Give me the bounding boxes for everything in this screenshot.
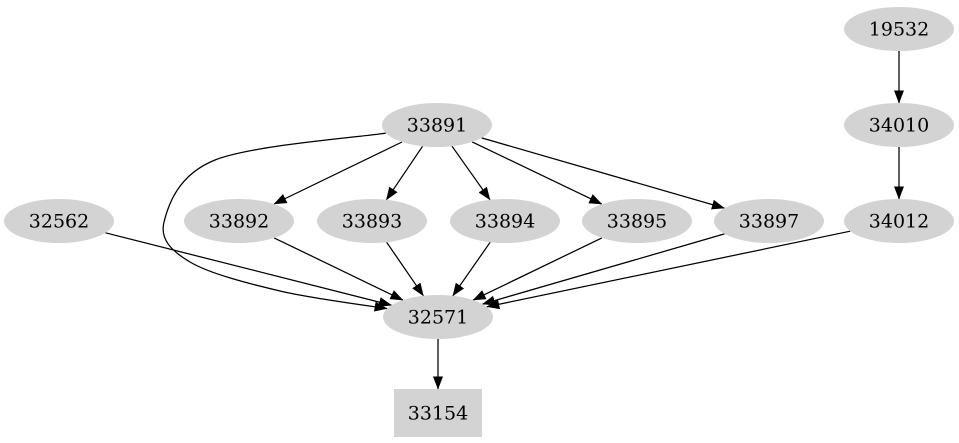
node-ellipse-shape	[844, 7, 954, 51]
node-33892: 33892	[184, 199, 294, 243]
node-ellipse-shape	[714, 199, 824, 243]
edge-33891-32571	[162, 132, 388, 312]
node-label: 34010	[869, 114, 929, 136]
node-label: 33897	[739, 210, 799, 232]
node-label: 33892	[209, 210, 269, 232]
edge-33891-33892	[273, 141, 403, 205]
node-33895: 33895	[582, 199, 692, 243]
node-ellipse-shape	[382, 103, 492, 147]
node-33893: 33893	[317, 199, 427, 243]
node-ellipse-shape	[450, 199, 560, 243]
node-label: 32562	[29, 210, 89, 232]
nodes-layer: 19532 34010 34012 33891 32562 33892 33893 33894…	[4, 7, 954, 437]
node-19532: 19532	[844, 7, 954, 51]
edge-33891-33894	[451, 145, 491, 201]
node-label: 19532	[869, 18, 929, 40]
edge-33897-32571	[482, 233, 725, 306]
node-ellipse-shape	[582, 199, 692, 243]
node-ellipse-shape	[844, 199, 954, 243]
edge-33894-32571	[452, 241, 491, 297]
node-label: 34012	[869, 210, 929, 232]
node-32562: 32562	[4, 199, 114, 243]
node-ellipse-shape	[383, 295, 493, 339]
node-ellipse-shape	[184, 199, 294, 243]
node-33894: 33894	[450, 199, 560, 243]
edge-32562-32571	[105, 232, 392, 307]
node-33154: 33154	[394, 389, 482, 437]
node-34010: 34010	[844, 103, 954, 147]
node-ellipse-shape	[4, 199, 114, 243]
node-ellipse-shape	[317, 199, 427, 243]
node-label: 33895	[607, 210, 667, 232]
node-box-shape	[394, 389, 482, 437]
node-label: 33891	[407, 114, 467, 136]
node-33897: 33897	[714, 199, 824, 243]
edge-33891-33893	[385, 145, 424, 201]
node-ellipse-shape	[844, 103, 954, 147]
edge-33893-32571	[386, 241, 424, 297]
edges-layer	[105, 51, 904, 390]
node-label: 33154	[408, 402, 468, 424]
edge-33895-32571	[472, 237, 603, 301]
node-label: 33893	[342, 210, 402, 232]
node-32571: 32571	[383, 295, 493, 339]
edge-33891-33897	[481, 137, 725, 210]
node-label: 32571	[408, 306, 468, 328]
edge-33891-33895	[471, 141, 603, 205]
node-33891: 33891	[382, 103, 492, 147]
node-label: 33894	[475, 210, 535, 232]
edge-34012-32571	[486, 230, 851, 310]
node-34012: 34012	[844, 199, 954, 243]
edge-33892-32571	[273, 237, 404, 301]
